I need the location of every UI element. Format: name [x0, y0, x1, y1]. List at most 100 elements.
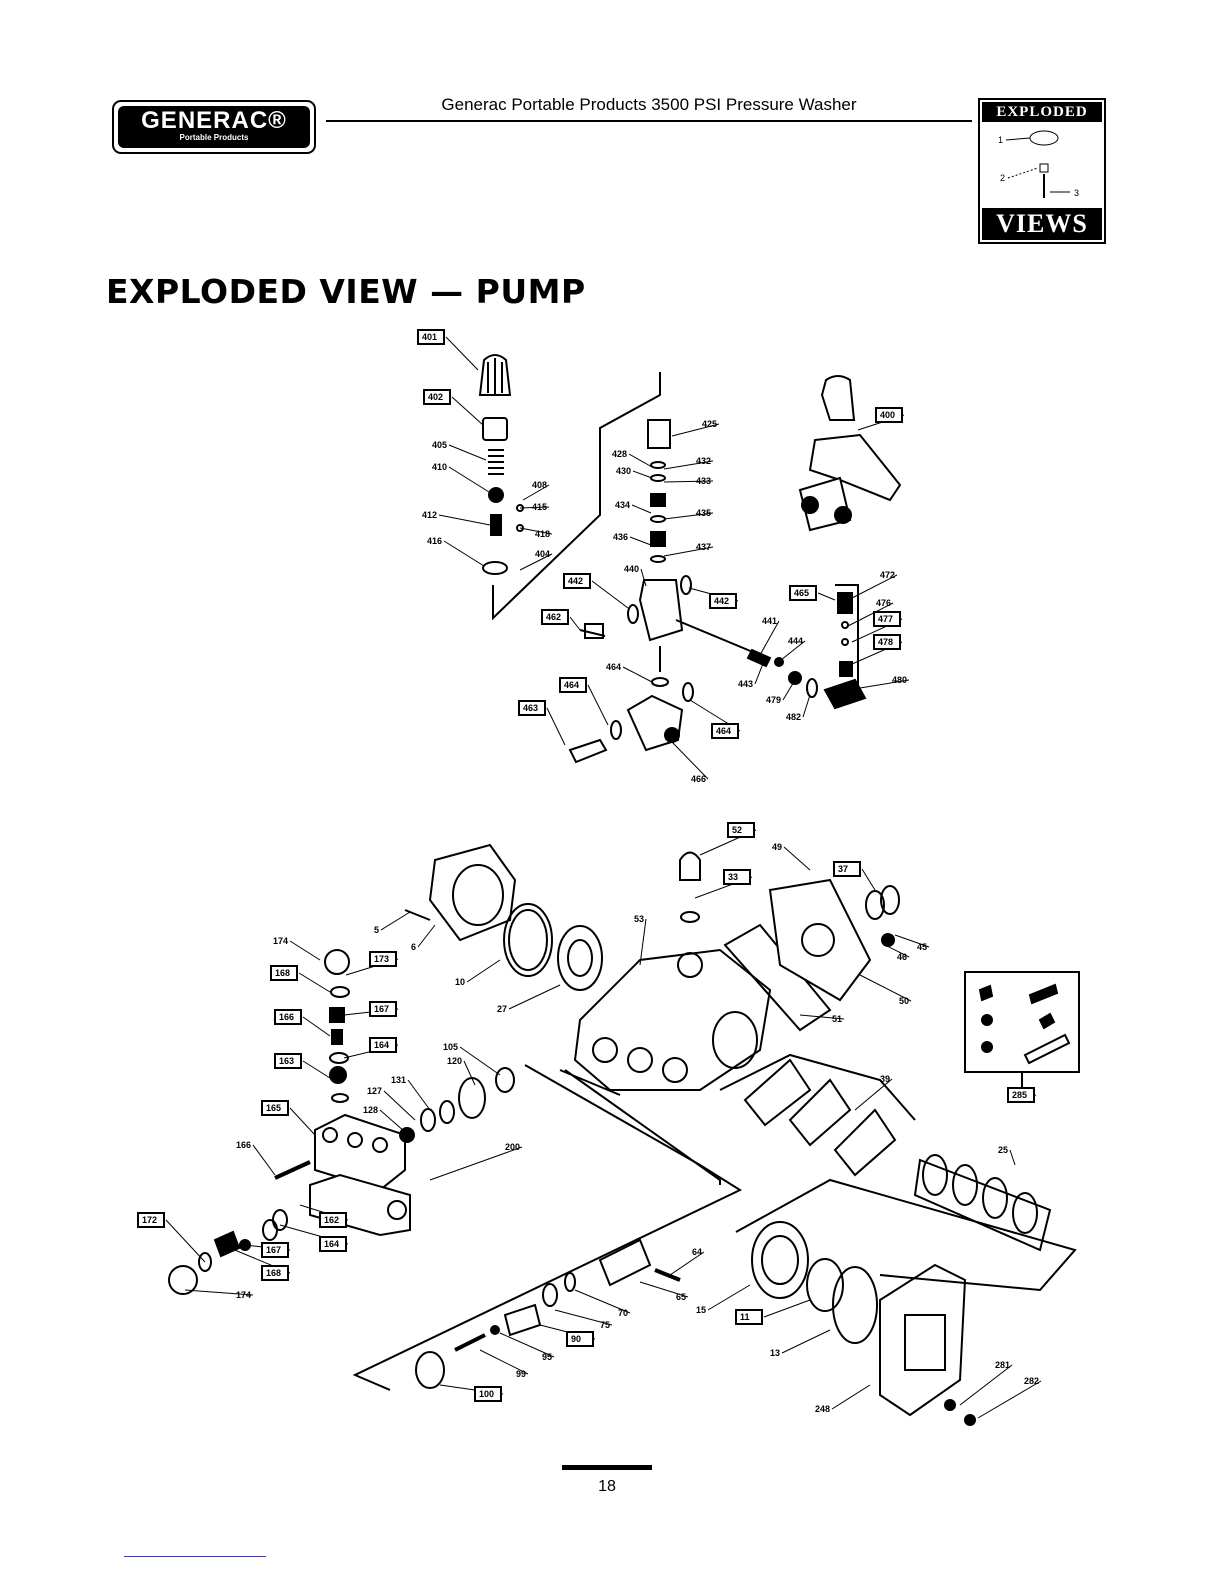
callout-label: 128	[363, 1105, 378, 1115]
callout-label: 50	[899, 996, 909, 1006]
callout-pump-assembly-174: 174	[273, 936, 288, 946]
callout-valve-assembly-425: 425	[702, 419, 717, 429]
callout-label: 168	[266, 1268, 281, 1278]
callout-label: 75	[600, 1320, 610, 1330]
callout-pump-assembly-105: 105	[443, 1042, 458, 1052]
callout-pump-assembly-164: 164	[319, 1236, 347, 1252]
callout-valve-assembly-428: 428	[612, 449, 627, 459]
callout-pump-assembly-64: 64	[692, 1247, 702, 1257]
leader-line	[379, 1109, 406, 1133]
badge-top-label: EXPLODED	[982, 102, 1102, 122]
callout-label: 168	[275, 968, 290, 978]
callout-label: 430	[616, 466, 631, 476]
callout-pump-assembly-75: 75	[600, 1320, 610, 1330]
callout-label: 442	[568, 576, 583, 586]
leader-line	[628, 453, 653, 468]
callout-pump-assembly-51: 51	[832, 1014, 842, 1024]
callout-pump-assembly-168: 168	[261, 1265, 289, 1281]
callout-pump-assembly-27: 27	[497, 1004, 507, 1014]
callout-label: 70	[618, 1308, 628, 1318]
callout-label: 442	[714, 596, 729, 606]
badge-bottom-label: VIEWS	[982, 208, 1102, 240]
callout-label: 173	[374, 954, 389, 964]
leader-line	[380, 911, 411, 931]
callout-valve-assembly-442: 442	[563, 573, 591, 589]
leader-line	[554, 1309, 613, 1326]
callout-label: 95	[542, 1352, 552, 1362]
leader-line	[663, 512, 714, 520]
callout-pump-assembly-11: 11	[735, 1309, 763, 1325]
callout-pump-assembly-281: 281	[995, 1360, 1010, 1370]
callout-label: 405	[432, 440, 447, 450]
leader-line	[429, 1146, 523, 1181]
callout-label: 174	[273, 936, 288, 946]
badge-mini-diagram: 1 2 3	[998, 130, 1079, 198]
callout-valve-assembly-472: 472	[880, 570, 895, 580]
callout-pump-assembly-5: 5	[374, 925, 379, 935]
leader-line	[884, 944, 910, 958]
callout-pump-assembly-120: 120	[447, 1056, 462, 1066]
callout-label: 13	[770, 1348, 780, 1358]
callout-label: 462	[546, 612, 561, 622]
leader-line	[443, 540, 485, 567]
leader-line	[859, 974, 912, 1002]
leader-line	[499, 1332, 555, 1358]
callout-label: 51	[832, 1014, 842, 1024]
callout-valve-assembly-464: 464	[711, 723, 739, 739]
leader-line	[289, 940, 321, 961]
leader-line	[448, 444, 487, 461]
callout-valve-assembly-405: 405	[432, 440, 447, 450]
leader-line	[298, 972, 331, 993]
callout-label: 472	[880, 570, 895, 580]
callout-valve-assembly-400: 400	[875, 407, 903, 423]
leader-line	[894, 934, 930, 948]
callout-label: 443	[738, 679, 753, 689]
callout-valve-assembly-416: 416	[427, 536, 442, 546]
callout-valve-assembly-465: 465	[789, 585, 817, 601]
leader-line	[851, 574, 898, 599]
callout-valve-assembly-464: 464	[606, 662, 621, 672]
leader-line	[847, 602, 894, 627]
unloader-valve-group	[478, 354, 902, 764]
leader-line	[782, 679, 796, 701]
callout-pump-assembly-163: 163	[274, 1053, 302, 1069]
callout-label: 285	[1012, 1090, 1027, 1100]
leader-line	[448, 466, 490, 493]
callout-label: 10	[455, 977, 465, 987]
callout-valve-assembly-408: 408	[532, 480, 547, 490]
leader-line	[445, 336, 479, 371]
leader-line	[639, 918, 647, 966]
header-rule	[326, 120, 972, 122]
callout-valve-assembly-435: 435	[696, 508, 711, 518]
leader-line	[438, 514, 491, 526]
leader-line	[631, 504, 652, 514]
callout-label: 164	[374, 1040, 389, 1050]
callout-label: 120	[447, 1056, 462, 1066]
callout-pump-assembly-162: 162	[319, 1212, 347, 1228]
callout-label: 482	[786, 712, 801, 722]
badge-callout-2: 2	[1000, 173, 1005, 183]
badge-callout-3: 3	[1074, 188, 1079, 198]
callout-label: 435	[696, 508, 711, 518]
callout-label: 11	[740, 1312, 750, 1322]
page-number: 18	[598, 1478, 616, 1495]
callout-label: 15	[696, 1305, 706, 1315]
callout-pump-assembly-90: 90	[566, 1331, 594, 1347]
callout-label: 410	[432, 462, 447, 472]
callout-label: 33	[728, 872, 738, 882]
callout-valve-assembly-436: 436	[613, 532, 628, 542]
callout-label: 463	[523, 703, 538, 713]
callout-label: 425	[702, 419, 717, 429]
callout-valve-assembly-430: 430	[616, 466, 631, 476]
leader-line	[763, 1299, 811, 1318]
callout-label: 401	[422, 332, 437, 342]
callout-pump-assembly-165: 165	[261, 1100, 289, 1116]
callout-label: 444	[788, 636, 803, 646]
callout-valve-assembly-441: 441	[762, 616, 777, 626]
leader-line	[959, 1364, 1013, 1406]
callout-pump-assembly-10: 10	[455, 977, 465, 987]
callout-pump-assembly-37: 37	[833, 861, 861, 877]
callout-valve-assembly-476: 476	[876, 598, 891, 608]
callout-valve-assembly-463: 463	[518, 700, 546, 716]
callout-pump-assembly-172: 172	[137, 1212, 165, 1228]
